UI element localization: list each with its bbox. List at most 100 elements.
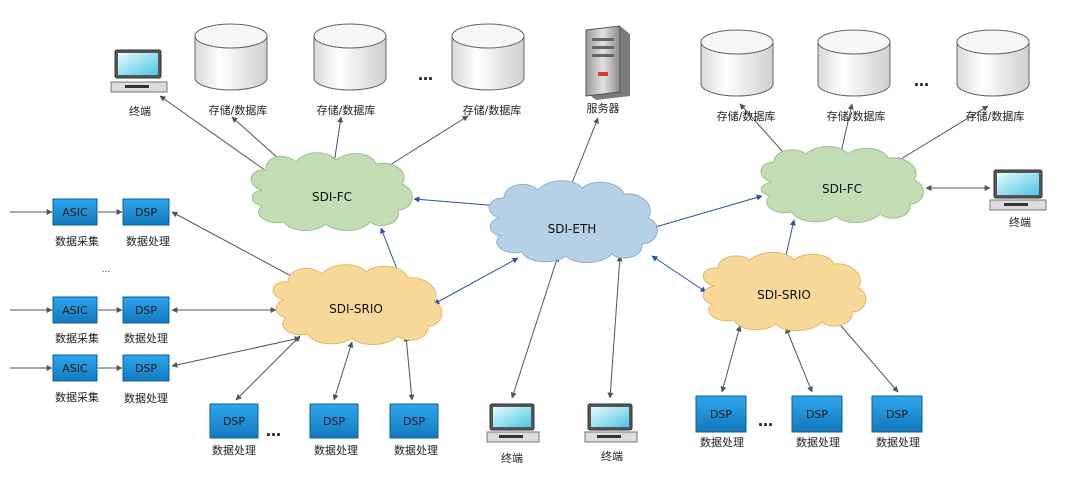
processing-label: 数据处理 — [124, 331, 168, 345]
link-srio-left-dsp-bottom1 — [235, 335, 301, 401]
dsp-label: DSP — [710, 408, 732, 421]
asic-label: ASIC — [62, 362, 88, 375]
link-dsp-row3-srio — [171, 336, 301, 368]
dsp-bottom-left-3: DSP 数据处理 — [389, 403, 439, 457]
computer-icon — [486, 403, 540, 443]
cloud-sdi-fc-left: SDI-FC — [250, 152, 413, 231]
dsp-bottom-right-1: DSP 数据处理 — [695, 395, 747, 449]
asic-label: ASIC — [62, 206, 88, 219]
processing-label: 数据处理 — [700, 435, 744, 449]
dsp-label: DSP — [886, 408, 908, 421]
processing-label: 数据处理 — [126, 234, 170, 248]
dsp-label: DSP — [135, 206, 157, 219]
asic-label: ASIC — [62, 304, 88, 317]
ellipsis-dsp-left: … — [266, 422, 283, 440]
link-eth-fc-right — [651, 194, 763, 230]
storage-db-3: 存储/数据库 — [451, 23, 525, 117]
row-3: ASIC 数据采集 DSP 数据处理 — [52, 354, 170, 405]
processing-label: 数据处理 — [314, 443, 358, 457]
processing-label: 数据处理 — [796, 435, 840, 449]
cloud-sdi-eth: SDI-ETH — [488, 180, 658, 263]
row-1: ASIC 数据采集 DSP 数据处理 — [52, 198, 170, 248]
ellipsis-storage-right: … — [914, 72, 931, 90]
storage-label-2: 存储/数据库 — [317, 103, 376, 117]
cloud-label-sdi-srio-left: SDI-SRIO — [329, 302, 383, 316]
ellipsis-rows: ... — [102, 265, 111, 275]
terminal-top-left: 终端 — [110, 49, 168, 118]
storage-db-5: 存储/数据库 — [817, 29, 891, 123]
link-fc-left-eth — [413, 196, 501, 209]
link-server-eth — [567, 117, 599, 194]
storage-label-3: 存储/数据库 — [463, 103, 522, 117]
link-srio-right-dsp3 — [835, 319, 899, 393]
dsp-label: DSP — [135, 304, 157, 317]
link-srio-right-dsp1 — [720, 325, 742, 393]
dsp-bottom-left-1: DSP 数据处理 — [209, 403, 259, 457]
link-storage5-fc-right — [838, 103, 854, 158]
storage-db-4: 存储/数据库 — [700, 29, 776, 123]
cloud-label-sdi-fc-right: SDI-FC — [822, 182, 862, 196]
asic-chip: ASIC — [52, 198, 98, 226]
storage-label-6: 存储/数据库 — [966, 109, 1025, 123]
terminal-right: 终端 — [989, 169, 1047, 229]
server-icon: 服务器 — [585, 25, 630, 115]
link-srio-right-dsp2 — [785, 327, 813, 393]
link-srio-left-dsp-bottom2 — [332, 341, 354, 401]
dsp-bottom-right-2: DSP 数据处理 — [791, 395, 843, 449]
link-srio-left-dsp-bottom3 — [403, 335, 415, 401]
acquisition-label: 数据采集 — [55, 331, 99, 345]
processing-label: 数据处理 — [212, 443, 256, 457]
cloud-sdi-srio-right: SDI-SRIO — [702, 252, 867, 331]
dsp-bottom-left-2: DSP 数据处理 — [309, 403, 359, 457]
asic-chip: ASIC — [52, 296, 98, 324]
storage-label-5: 存储/数据库 — [827, 109, 886, 123]
dsp-chip: DSP — [122, 354, 170, 382]
link-eth-srio-left — [433, 257, 519, 305]
cloud-sdi-srio-left: SDI-SRIO — [272, 264, 443, 345]
link-storage6-fc-right — [895, 105, 989, 163]
dsp-chip: DSP — [122, 198, 170, 226]
ellipsis-storage-left: … — [418, 66, 435, 84]
dsp-bottom-right-3: DSP 数据处理 — [871, 395, 923, 449]
cloud-label-sdi-eth: SDI-ETH — [548, 222, 597, 236]
terminal-bottom-2: 终端 — [584, 403, 638, 463]
link-dsp-row1-srio — [171, 211, 307, 285]
acquisition-label: 数据采集 — [55, 234, 99, 248]
storage-label-1: 存储/数据库 — [209, 103, 268, 117]
cloud-label-sdi-srio-right: SDI-SRIO — [757, 288, 811, 302]
link-eth-terminal-bottom2 — [607, 255, 623, 399]
dsp-label: DSP — [135, 362, 157, 375]
processing-label: 数据处理 — [394, 443, 438, 457]
link-storage3-fc-left — [381, 115, 469, 171]
terminal-label-right: 终端 — [1009, 215, 1031, 229]
link-eth-terminal-bottom1 — [510, 255, 560, 399]
terminal-label-bottom-2: 终端 — [601, 449, 623, 463]
link-storage2-fc-left — [331, 116, 344, 165]
connection-lines — [10, 95, 991, 401]
dsp-label: DSP — [403, 415, 425, 428]
computer-icon — [584, 403, 638, 443]
asic-chip: ASIC — [52, 354, 98, 382]
cloud-sdi-fc-right: SDI-FC — [760, 146, 924, 223]
dsp-chip: DSP — [122, 296, 170, 324]
storage-label-4: 存储/数据库 — [717, 109, 776, 123]
acquisition-label: 数据采集 — [55, 390, 99, 404]
computer-icon — [110, 49, 168, 93]
processing-label: 数据处理 — [876, 435, 920, 449]
link-eth-srio-right — [651, 255, 707, 293]
terminal-label-bottom-1: 终端 — [501, 451, 523, 465]
storage-db-2: 存储/数据库 — [313, 23, 387, 117]
terminal-label-top-left: 终端 — [129, 104, 151, 118]
storage-db-6: 存储/数据库 — [956, 29, 1030, 123]
terminal-bottom-1: 终端 — [486, 403, 540, 465]
server-label: 服务器 — [587, 102, 620, 115]
cloud-label-sdi-fc-left: SDI-FC — [312, 190, 352, 204]
dsp-label: DSP — [223, 415, 245, 428]
ellipsis-dsp-right: … — [758, 412, 775, 430]
row-2: ASIC 数据采集 DSP 数据处理 — [52, 296, 170, 345]
dsp-label: DSP — [806, 408, 828, 421]
computer-icon — [989, 169, 1047, 211]
dsp-label: DSP — [323, 415, 345, 428]
